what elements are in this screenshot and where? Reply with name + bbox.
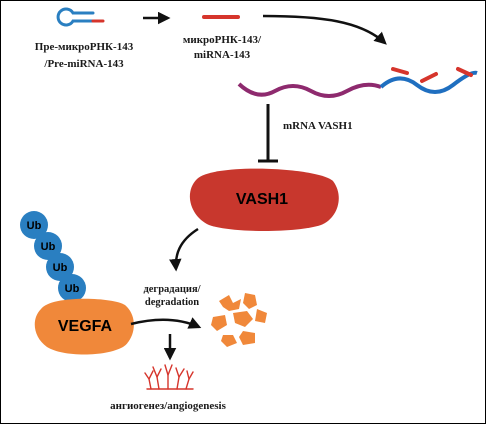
ub-label: Ub (65, 283, 80, 295)
ub-circle (20, 211, 48, 239)
pre-mirna-label-en: /Pre-miRNA-143 (43, 58, 124, 70)
degradation-label-en: degradation (145, 297, 199, 308)
mirna-label-ru: микроРНК-143/ (183, 34, 262, 46)
ub-label: Ub (41, 241, 56, 253)
ub-label: Ub (27, 220, 42, 232)
mrna-strand (237, 67, 478, 98)
blood-vessel-icon (144, 364, 194, 390)
vegfa-to-fragments-arrow (130, 317, 202, 329)
vash1-to-degradation-arrow (169, 227, 199, 272)
vegfa-label: VEGFA (58, 318, 113, 335)
vash1-protein-shape (189, 168, 339, 231)
ub-label: Ub (53, 262, 68, 274)
vash1-label: VASH1 (236, 191, 288, 208)
ub-circle (34, 232, 62, 260)
pre-mirna-label-ru: Пре-микроРНК-143 (35, 41, 134, 53)
mirna-label-en: miRNA-143 (194, 49, 251, 61)
ub-circle (58, 274, 86, 302)
degradation-label-ru: деградация/ (143, 284, 201, 295)
ub-circle (46, 253, 74, 281)
degraded-fragments-icon (211, 293, 267, 347)
ubiquitin-chain: Ub Ub Ub Ub (20, 211, 86, 302)
angiogenesis-label: ангиогенез/angiogenesis (110, 400, 226, 412)
mrna-label: mRNA VASH1 (283, 120, 353, 132)
inhibition-arrow (258, 104, 278, 163)
binding-arrow (262, 14, 387, 45)
vegfa-protein-shape (34, 298, 134, 355)
pre-mirna-hairpin-icon (56, 7, 105, 27)
